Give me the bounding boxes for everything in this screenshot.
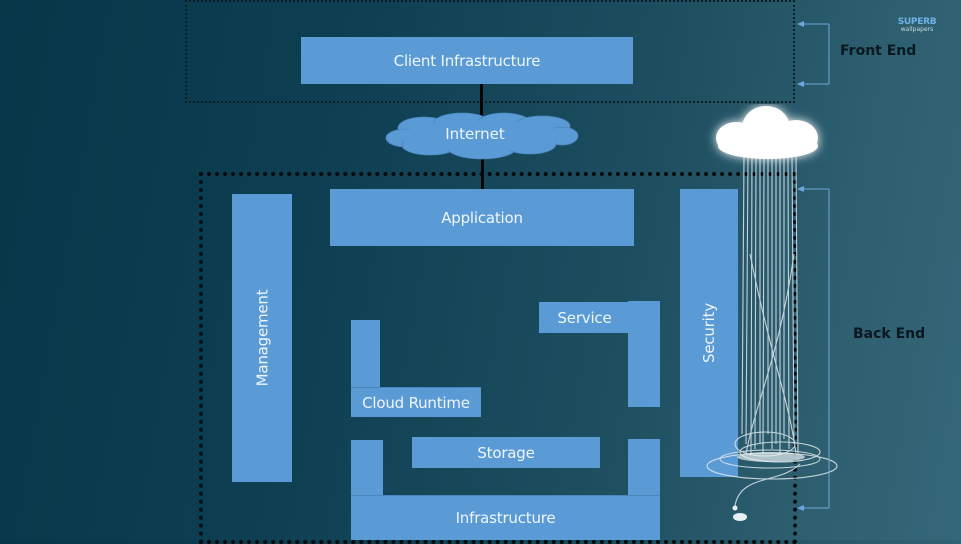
internet-cloud-icon[interactable] — [384, 112, 580, 160]
rain-cloud-icon — [706, 106, 838, 521]
storage-block[interactable]: Storage — [412, 437, 600, 468]
front-end-frame — [185, 0, 795, 103]
service-block[interactable]: Service — [539, 302, 630, 333]
back-end-label: Back End — [853, 326, 926, 342]
management-block[interactable]: Management — [232, 194, 292, 482]
infrastructure-right-leg — [628, 439, 660, 496]
watermark-logo: SUPERB wallpapers — [893, 18, 941, 34]
connector-client-internet — [480, 84, 483, 120]
back-end-bracket — [797, 186, 830, 511]
front-end-label: Front End — [840, 43, 917, 59]
security-block[interactable]: Security — [680, 189, 738, 477]
cloud-runtime-vertical-leg — [351, 320, 380, 388]
cloud-runtime-label: Cloud Runtime — [362, 393, 470, 412]
application-block[interactable]: Application — [330, 189, 634, 246]
management-label: Management — [253, 289, 271, 387]
infrastructure-left-leg — [351, 440, 383, 496]
cloud-runtime-block[interactable]: Cloud Runtime — [351, 387, 481, 417]
connector-internet-application — [481, 152, 484, 190]
client-infrastructure-block[interactable]: Client Infrastructure — [301, 37, 633, 84]
infrastructure-block[interactable]: Infrastructure — [351, 495, 660, 540]
service-label: Service — [557, 308, 612, 327]
front-end-bracket — [797, 21, 830, 87]
logo-line1: SUPERB — [897, 17, 937, 27]
application-label: Application — [441, 208, 523, 227]
logo-line2: wallpapers — [900, 26, 934, 33]
client-infrastructure-label: Client Infrastructure — [393, 51, 541, 70]
storage-label: Storage — [477, 443, 535, 462]
infrastructure-label: Infrastructure — [455, 509, 556, 527]
service-vertical-leg — [628, 301, 660, 407]
internet-label: Internet — [445, 125, 505, 143]
